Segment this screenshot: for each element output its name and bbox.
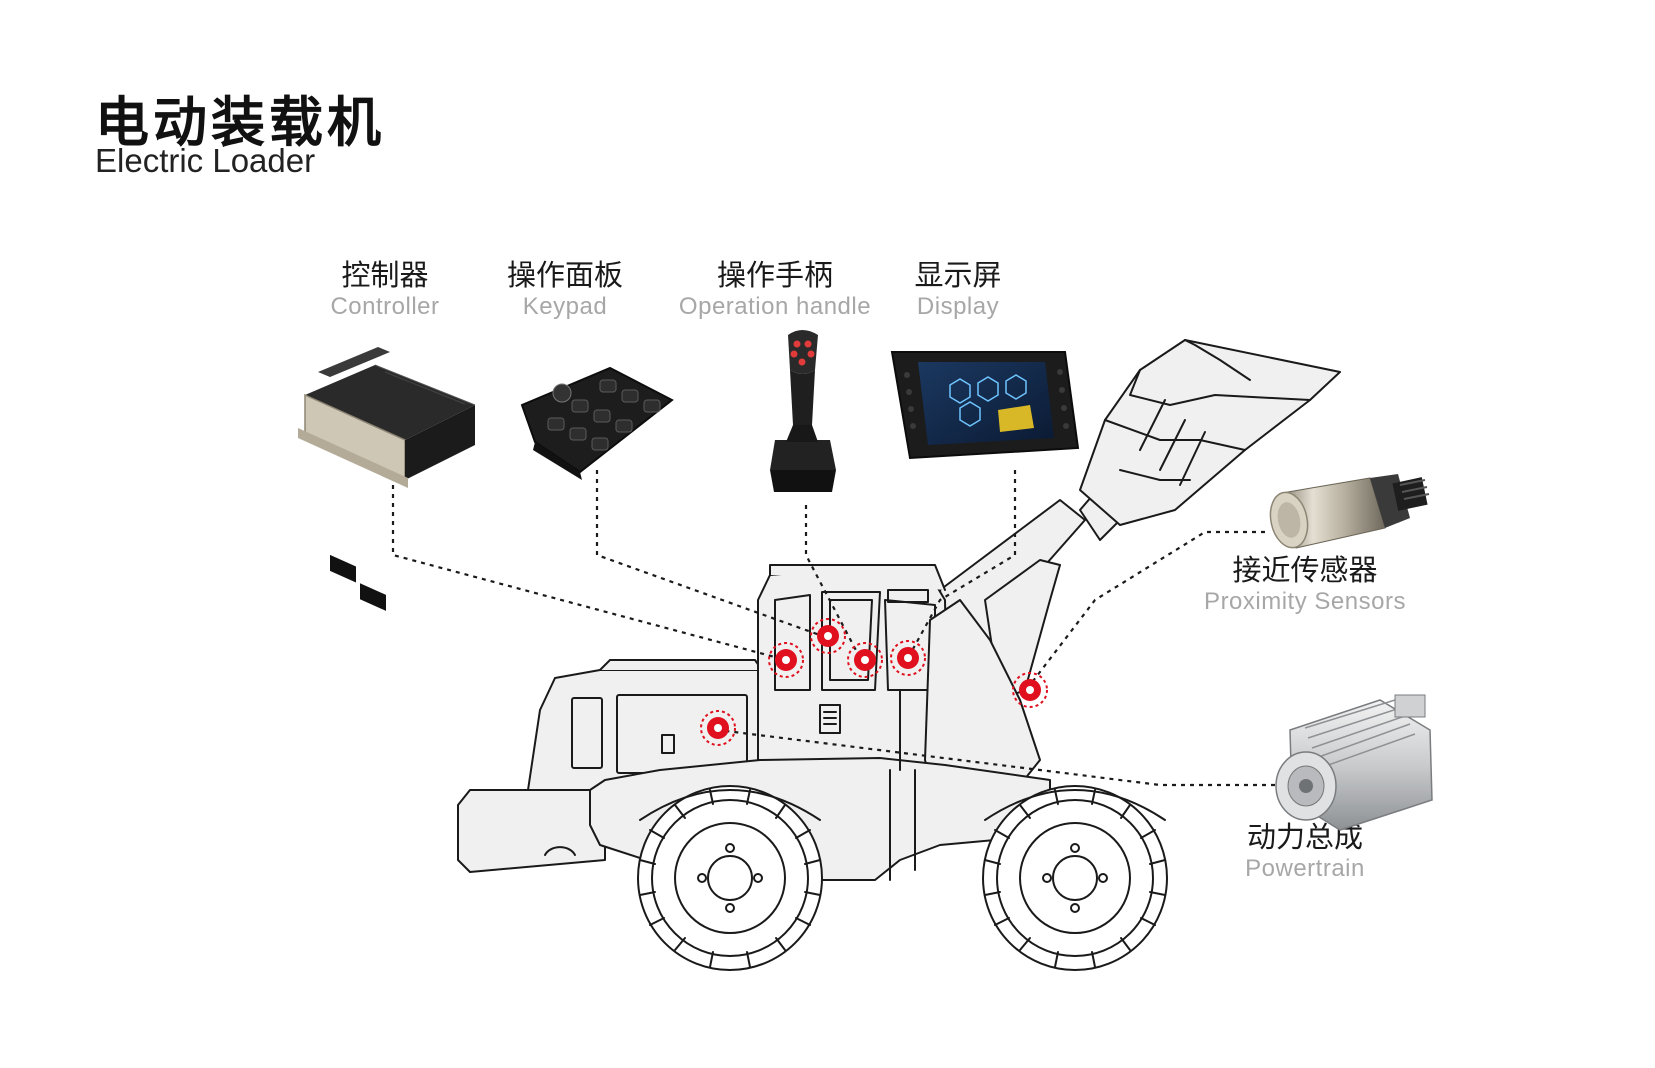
marker-powertrain [700,710,736,746]
marker-controller [768,642,804,678]
label-keypad-en: Keypad [522,293,608,320]
marker-display [890,640,926,676]
front-wheel [982,785,1168,971]
wheel-loader-illustration [457,339,1341,971]
label-handle-en: Operation handle [678,293,872,320]
connector-handle [804,505,861,659]
label-controller-en: Controller [330,293,440,320]
label-sensor: 接近传感器 Proximity Sensors [1204,553,1406,617]
label-display-en: Display [916,293,1000,320]
connector-keypad [595,470,829,640]
motor-icon [1275,694,1433,831]
joystick-icon [770,330,836,492]
label-display-zh: 显示屏 [914,258,1002,292]
label-sensor-zh: 接近传感器 [1232,553,1378,587]
keypad-icon [520,366,674,480]
connector-lines [391,470,1275,787]
page-title: 电动装载机 [95,91,385,154]
loader-bucket [1079,339,1341,526]
label-controller: 控制器 Controller [330,258,439,322]
label-powertrain: 动力总成 Powertrain [1245,820,1365,884]
connector-powertrain [717,728,1275,787]
controller-icon [298,347,476,611]
rear-wheel [637,785,823,971]
label-sensor-en: Proximity Sensors [1204,588,1406,615]
page-subtitle: Electric Loader [95,142,316,179]
connector-controller [391,485,787,662]
connector-sensor [1029,530,1265,686]
label-controller-zh: 控制器 [341,258,429,292]
label-display: 显示屏 Display [914,258,1001,322]
loader-counterweight [457,789,606,873]
label-keypad-zh: 操作面板 [506,258,624,292]
display-screen-icon [890,351,1080,460]
marker-handle [847,642,883,678]
label-keypad: 操作面板 Keypad [507,258,623,322]
label-powertrain-en: Powertrain [1245,855,1365,882]
label-handle: 操作手柄 Operation handle [679,258,871,322]
proximity-sensor-icon [1269,474,1430,549]
marker-sensor [1012,672,1048,708]
label-handle-zh: 操作手柄 [716,258,834,292]
connector-display [907,470,1017,659]
marker-keypad [810,618,846,654]
red-markers [700,618,1048,746]
